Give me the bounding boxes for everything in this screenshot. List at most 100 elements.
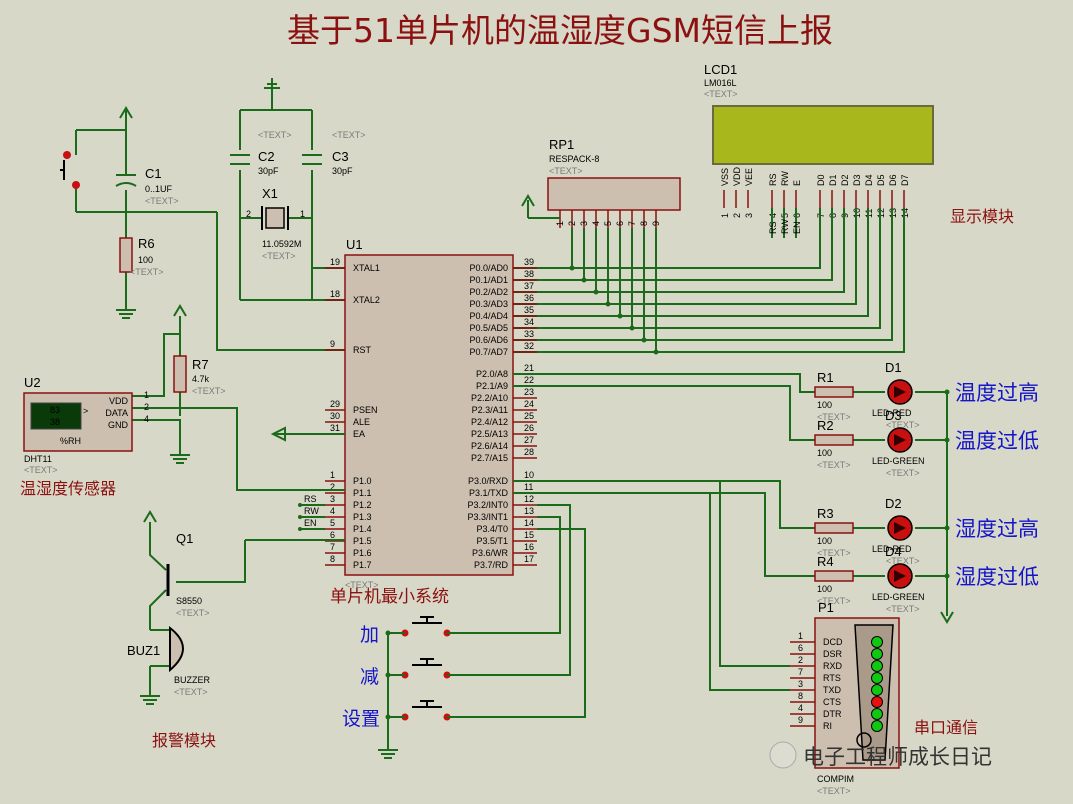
buz1-model: BUZZER <box>174 675 211 685</box>
compim-port <box>856 732 872 748</box>
u1-pin-name: EA <box>353 429 365 439</box>
net-terminal <box>298 503 302 507</box>
led-resistor-value: 100 <box>817 400 832 410</box>
u2-pin-name: VDD <box>109 396 129 406</box>
led-text: <TEXT> <box>886 604 920 614</box>
junction-dot <box>653 349 659 355</box>
u1-pin-number: 24 <box>524 399 534 409</box>
led-resistor <box>814 434 854 446</box>
rp1-pin-number: 1 <box>555 221 565 226</box>
led-ref: D1 <box>885 360 902 375</box>
rp1-body <box>547 177 681 211</box>
button-wire <box>388 504 571 676</box>
push-button[interactable] <box>412 616 442 624</box>
lcd-pin-label: D3 <box>852 174 862 186</box>
u1-pin-number: 23 <box>524 387 534 397</box>
led-model: LED-GREEN <box>872 456 925 466</box>
u1-pin-name: P2.3/A11 <box>472 405 508 415</box>
u1-pin-number: 25 <box>524 411 534 421</box>
led-text: <TEXT> <box>886 420 920 430</box>
junction-dot <box>617 313 623 319</box>
compim-pin-name: TXD <box>823 685 842 695</box>
alarm-module-label: 报警模块 <box>152 731 216 750</box>
u1-pin-number: 29 <box>330 399 340 409</box>
compim-status-led <box>871 672 883 684</box>
q1-ref: Q1 <box>176 531 193 546</box>
u1-pin-name: P1.7 <box>353 560 372 570</box>
q1-model: S8550 <box>176 596 202 606</box>
rp1-pin-number: 2 <box>567 221 577 226</box>
lcd-pin-label: VEE <box>744 168 754 186</box>
u1-pin-number: 21 <box>524 363 534 373</box>
r6-value: 100 <box>138 255 153 265</box>
lcd-pin-label: D6 <box>888 174 898 186</box>
u1-pin-name: ALE <box>353 417 370 427</box>
u1-pin-name: P2.2/A10 <box>471 393 508 403</box>
u1-pin-name: P2.0/A8 <box>476 369 508 379</box>
compim-status-led <box>871 684 883 696</box>
compim-pin-name: RTS <box>823 673 841 683</box>
lcd-pin-label: D2 <box>840 174 850 186</box>
u1-right-pins: 39P0.0/AD038P0.1/AD137P0.2/AD236P0.3/AD3… <box>467 257 537 570</box>
lcd-pin-number: 2 <box>732 213 742 218</box>
ground-symbol-top <box>264 78 280 89</box>
buz1-ref: BUZ1 <box>127 643 160 658</box>
net-terminal <box>298 515 302 519</box>
u1-text: <TEXT> <box>345 580 379 590</box>
lcd-pin-label: D1 <box>828 174 838 186</box>
u1-pin-name: P3.4/T0 <box>476 524 508 534</box>
reset-button-contact[interactable] <box>63 151 71 159</box>
led-resistor-value: 100 <box>817 536 832 546</box>
buz1-text: <TEXT> <box>174 687 208 697</box>
lcd-pin-label: D5 <box>876 174 886 186</box>
rp1-ref: RP1 <box>549 137 574 152</box>
dht11-arrow: > <box>83 406 88 416</box>
lcd-pin-label: D0 <box>816 174 826 186</box>
led-ref: D4 <box>885 544 902 559</box>
rp1-pin-number: 6 <box>615 221 625 226</box>
led-text: <TEXT> <box>886 468 920 478</box>
page-title: 基于51单片机的温湿度GSM短信上报 <box>287 11 833 50</box>
compim-status-led <box>871 660 883 672</box>
compim-pin-name: CTS <box>823 697 841 707</box>
u1-pin-number: 32 <box>524 341 534 351</box>
u1-pin-name: P0.5/AD5 <box>469 323 508 333</box>
u1-pin-number: 33 <box>524 329 534 339</box>
u2-model: DHT11 <box>24 454 52 464</box>
lcd-model: LM016L <box>704 78 737 88</box>
rp1-pin-number: 5 <box>603 221 613 226</box>
led-resistor-ref: R1 <box>817 370 834 385</box>
c1-ref: C1 <box>145 166 162 181</box>
lcd-data-wire <box>513 208 821 269</box>
u1-pin-number: 16 <box>524 542 534 552</box>
u1-pin-number: 4 <box>330 506 335 516</box>
c1-value: 0..1UF <box>145 184 173 194</box>
c2-ref: C2 <box>258 149 275 164</box>
led-wire <box>513 492 947 577</box>
push-button[interactable] <box>412 700 442 708</box>
u1-pin-number: 5 <box>330 518 335 528</box>
u1-pin-name: P0.3/AD3 <box>469 299 508 309</box>
led-text: <TEXT> <box>886 556 920 566</box>
u1-pin-number: 27 <box>524 435 534 445</box>
u1-pin-name: XTAL1 <box>353 263 380 273</box>
compim-status-led <box>871 720 883 732</box>
c3-text: <TEXT> <box>332 130 366 140</box>
compim-status-led <box>871 636 883 648</box>
u1-pin-name: P1.1 <box>353 488 372 498</box>
led-diode-icon <box>894 570 906 582</box>
txd-wire <box>537 492 790 691</box>
push-button[interactable] <box>412 658 442 666</box>
compim-pin-name: DCD <box>823 637 843 647</box>
u1-pin-number: 14 <box>524 518 534 528</box>
junction-dot <box>569 265 575 271</box>
led-ref: D3 <box>885 408 902 423</box>
u1-pin-name: P0.6/AD6 <box>469 335 508 345</box>
u1-pin-name: P2.5/A13 <box>471 429 508 439</box>
u1-pin-number: 30 <box>330 411 340 421</box>
reset-button[interactable] <box>60 160 65 180</box>
wechat-icon <box>769 741 797 769</box>
c2-text: <TEXT> <box>258 130 292 140</box>
